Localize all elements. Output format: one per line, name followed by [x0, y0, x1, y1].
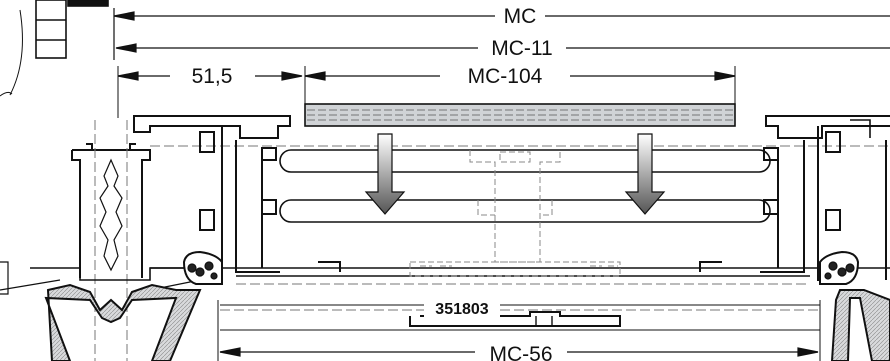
- insertion-arrows: [364, 133, 666, 215]
- arrow-left: [364, 133, 406, 215]
- dimension-mc-56: MC-56: [489, 343, 552, 361]
- dimension-mc: MC: [504, 5, 537, 28]
- part-number-label: 351803: [435, 301, 488, 318]
- bolt-fragment: [0, 0, 109, 97]
- right-lower-bracket: [830, 289, 890, 361]
- central-profile-hidden: [409, 150, 621, 277]
- part-number-bg: [424, 298, 500, 318]
- left-lower-bracket: [44, 283, 202, 361]
- dimension-mc-11: MC-11: [491, 37, 552, 60]
- dimension-51-5: 51,5: [192, 65, 233, 88]
- bottom-clip-profile: [409, 311, 621, 327]
- right-frame-profile: [699, 115, 890, 281]
- left-gasket: [182, 250, 223, 285]
- glazing-panel: [304, 103, 736, 127]
- dimension-mc-104: MC-104: [468, 65, 543, 88]
- left-scale-mark: [0, 261, 9, 295]
- arrow-right: [624, 133, 666, 215]
- dimension-lines: [113, 8, 890, 361]
- left-frame-profile: [133, 115, 341, 281]
- left-mullion: [0, 120, 201, 361]
- right-gasket: [819, 250, 860, 285]
